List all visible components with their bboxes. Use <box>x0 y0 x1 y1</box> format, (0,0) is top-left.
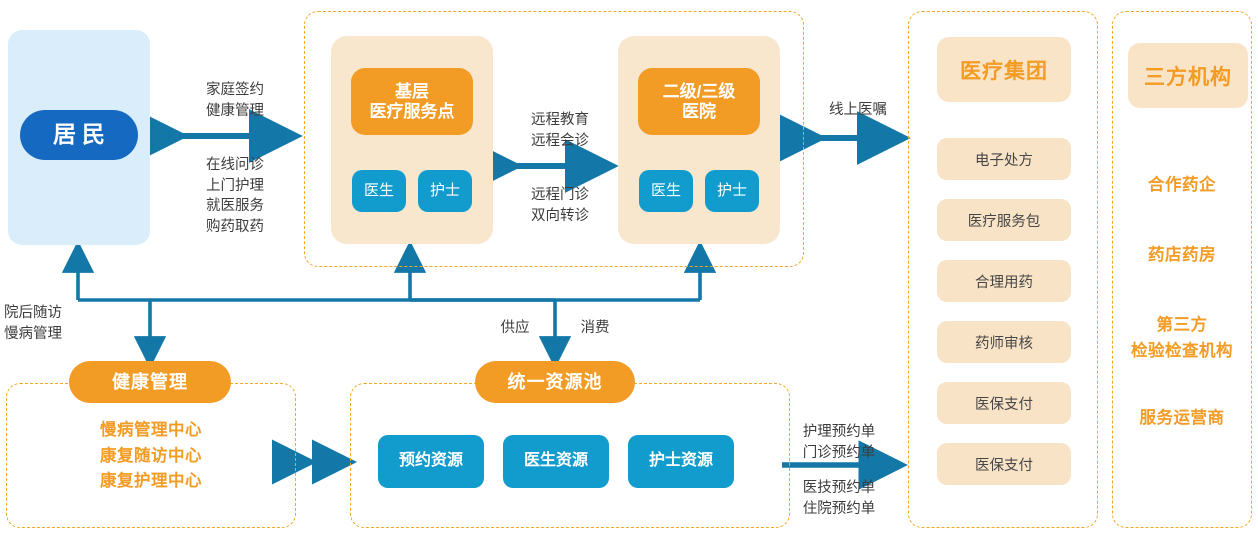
medical-group-item-0[interactable]: 电子处方 <box>937 138 1071 180</box>
third-party-item-3[interactable]: 服务运营商 <box>1139 409 1225 427</box>
clinic-title-line2: 医疗服务点 <box>369 101 455 121</box>
medical-group-item-4[interactable]: 医保支付 <box>937 382 1071 424</box>
note-post-discharge: 院后随访 慢病管理 <box>4 305 62 342</box>
hospital-title[interactable]: 二级/三级 医院 <box>638 68 760 135</box>
resource-chip-appointment[interactable]: 预约资源 <box>378 435 484 488</box>
clinic-role-nurse[interactable]: 护士 <box>418 170 472 212</box>
note-remote-top: 远程教育 远程会诊 <box>531 112 589 149</box>
note-consume: 消费 <box>580 320 610 336</box>
hospital-title-line2: 医院 <box>682 101 716 121</box>
third-party-item-0[interactable]: 合作药企 <box>1148 176 1216 194</box>
center-group-container <box>304 11 804 267</box>
clinic-title[interactable]: 基层 医疗服务点 <box>351 68 473 135</box>
third-party-item-2[interactable]: 第三方 检验检查机构 <box>1131 316 1233 360</box>
clinic-title-line1: 基层 <box>395 82 429 102</box>
third-party-title[interactable]: 三方机构 <box>1128 43 1248 108</box>
medical-group-title[interactable]: 医疗集团 <box>937 37 1071 102</box>
hospital-title-line1: 二级/三级 <box>662 82 736 102</box>
health-mgmt-items: 慢病管理中心 康复随访中心 康复护理中心 <box>6 418 296 495</box>
health-mgmt-item[interactable]: 慢病管理中心 <box>100 421 202 439</box>
note-pool-to-group-bottom: 医技预约单 住院预约单 <box>802 480 876 517</box>
third-party-container <box>1112 11 1252 528</box>
medical-group-item-1[interactable]: 医疗服务包 <box>937 199 1071 241</box>
resource-chip-nurse[interactable]: 护士资源 <box>628 435 734 488</box>
resource-pool-title[interactable]: 统一资源池 <box>475 361 635 403</box>
resource-chip-doctor[interactable]: 医生资源 <box>503 435 609 488</box>
third-party-item-1[interactable]: 药店药房 <box>1148 246 1216 264</box>
note-supply: 供应 <box>500 320 530 336</box>
health-mgmt-title[interactable]: 健康管理 <box>69 361 231 403</box>
note-remote-bottom: 远程门诊 双向转诊 <box>531 187 589 224</box>
clinic-role-doctor[interactable]: 医生 <box>352 170 406 212</box>
medical-group-container <box>908 11 1098 528</box>
medical-group-item-2[interactable]: 合理用药 <box>937 260 1071 302</box>
medical-group-item-3[interactable]: 药师审核 <box>937 321 1071 363</box>
hospital-role-nurse[interactable]: 护士 <box>705 170 759 212</box>
health-mgmt-item[interactable]: 康复护理中心 <box>100 472 202 491</box>
note-resident-to-center-bottom: 在线问诊 上门护理 就医服务 购药取药 <box>206 157 264 235</box>
hospital-role-doctor[interactable]: 医生 <box>639 170 693 212</box>
health-mgmt-item[interactable]: 康复随访中心 <box>100 446 202 465</box>
resident-pill[interactable]: 居民 <box>20 110 138 160</box>
medical-group-item-5[interactable]: 医保支付 <box>937 443 1071 485</box>
note-resident-to-center-top: 家庭签约 健康管理 <box>206 82 264 119</box>
note-pool-to-group-top: 护理预约单 门诊预约单 <box>802 424 876 461</box>
note-online-order: 线上医嘱 <box>829 102 887 118</box>
